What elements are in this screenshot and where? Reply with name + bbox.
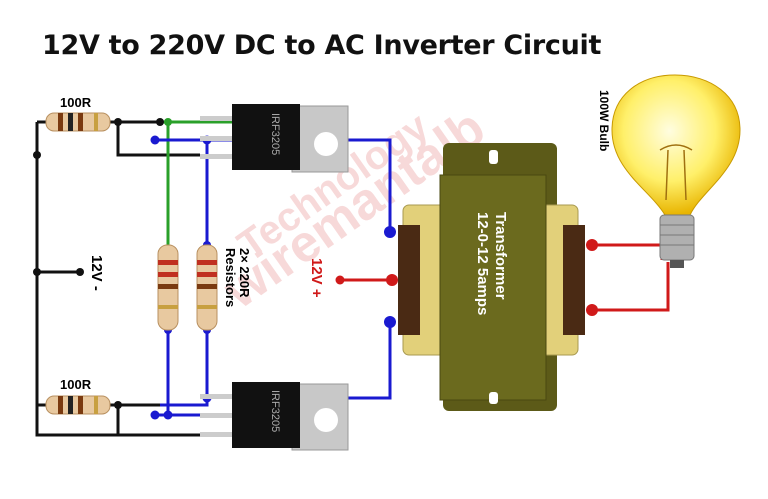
mosfet-top: IRF3205 [200, 104, 349, 173]
mosfet-top-label: IRF3205 [269, 113, 281, 155]
resistor-220r-left [157, 244, 179, 331]
bulb-icon [611, 74, 741, 268]
resistors-label-2: 2× 220R [237, 248, 252, 298]
resistor-top-label: 100R [60, 95, 92, 110]
resistor-220r-right [196, 244, 218, 331]
transformer-label-1: Transformer [492, 212, 509, 300]
resistors-label-1: Resistors [223, 248, 238, 307]
transformer: Transformer 12-0-12 5amps [398, 143, 585, 411]
negative-label: 12V - [88, 255, 105, 291]
bulb-label: 100W Bulb [597, 90, 611, 151]
positive-label: 12V + [308, 258, 325, 298]
mosfet-bottom: IRF3205 [200, 382, 349, 451]
resistor-100r-top [45, 112, 111, 132]
mosfet-bottom-label: IRF3205 [269, 390, 281, 432]
page-title: 12V to 220V DC to AC Inverter Circuit [42, 30, 602, 61]
transformer-label-2: 12-0-12 5amps [474, 212, 491, 315]
resistor-bottom-label: 100R [60, 377, 92, 392]
bulb-wires [592, 243, 670, 312]
resistor-100r-bottom [45, 395, 111, 415]
